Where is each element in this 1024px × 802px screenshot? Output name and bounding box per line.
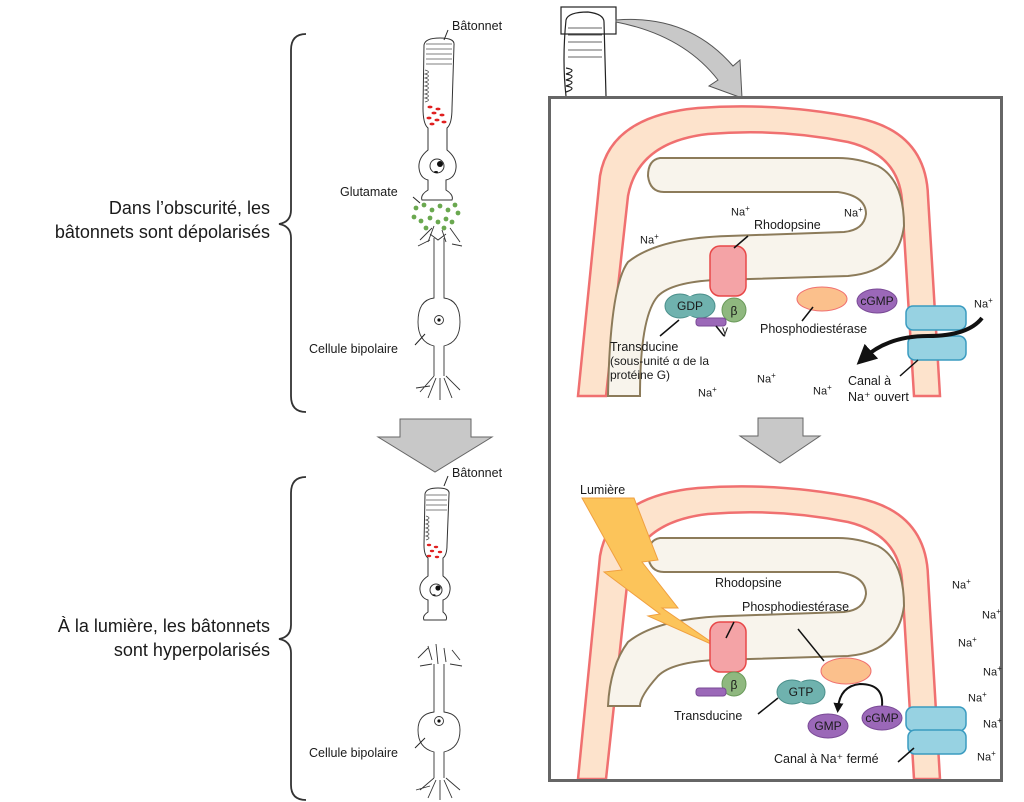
bipolar-leader-dark	[414, 333, 426, 346]
gtp-label: GTP	[789, 685, 814, 699]
zoom-region-box	[560, 6, 617, 35]
transducin-label-dark: Transducine (sous-unité α de la protéine…	[610, 340, 709, 382]
light-bolt	[581, 497, 721, 649]
na-ion: Na+	[977, 749, 996, 764]
na-ion: Na+	[844, 205, 863, 220]
disc-dark	[606, 157, 906, 397]
na-ion: Na+	[958, 635, 977, 650]
dark-membrane-group	[576, 105, 942, 398]
light-membrane-group	[576, 485, 942, 779]
light-state-line1: À la lumière, les bâtonnets	[57, 616, 270, 636]
gmp-light	[807, 713, 849, 739]
rhodopsin-dark	[709, 245, 747, 297]
panel-transition-arrow	[738, 417, 822, 464]
pde-label-light: Phosphodiestérase	[742, 600, 850, 614]
rhodopsine-label-light: Rhodopsine	[715, 576, 782, 590]
bipolar-cell-dark	[415, 225, 463, 400]
gamma-label-dark: γ	[722, 323, 728, 337]
disc-light	[606, 537, 906, 707]
vesicles-dark	[426, 105, 447, 126]
na-ion: Na+	[968, 690, 987, 705]
na-ion: Na+	[983, 716, 1002, 731]
na-ion: Na+	[974, 296, 993, 311]
transducin-gdp-dark	[664, 293, 716, 319]
rod-leader-light	[443, 475, 449, 487]
beta-subunit-dark	[721, 297, 747, 323]
gamma-subunit-light	[695, 687, 727, 697]
bipolar-label-light: Cellule bipolaire	[309, 746, 398, 760]
lumiere-label: Lumière	[580, 483, 626, 497]
pde-dark	[796, 286, 848, 312]
na-ion: Na+	[757, 371, 776, 386]
rhodopsine-label-dark: Rhodopsine	[754, 218, 821, 232]
na-ion: Na+	[952, 577, 971, 592]
glutamate-leader	[412, 196, 421, 204]
transducin-line3: protéine G)	[610, 368, 671, 382]
glutamate-dots	[411, 202, 461, 231]
na-ion: Na+	[698, 385, 717, 400]
transducin-gtp-light	[776, 679, 826, 705]
rod-label-dark: Bâtonnet	[452, 19, 503, 33]
zoom-arrow	[615, 18, 743, 99]
light-state-line2: sont hyperpolarisés	[113, 640, 270, 660]
cgmp-label-light: cGMP	[865, 711, 898, 725]
channel-lower-light	[907, 729, 967, 755]
channel-label-dark: Canal à Na⁺ ouvert	[848, 373, 909, 405]
cell-drawings	[278, 29, 494, 801]
state-transition-arrow	[376, 418, 494, 473]
bipolar-label-dark: Cellule bipolaire	[309, 342, 398, 356]
gdp-label: GDP	[677, 299, 703, 313]
na-ion: Na+	[813, 383, 832, 398]
bipolar-leader-light	[414, 737, 426, 749]
pde-light	[820, 657, 872, 685]
dark-state-label: Dans l’obscurité, les bâtonnets sont dép…	[0, 196, 270, 244]
channel-label-light: Canal à Na⁺ fermé	[774, 752, 879, 766]
leaders-light	[725, 621, 915, 763]
light-brace	[278, 476, 307, 801]
outer-membrane-light	[576, 485, 942, 779]
cgmp-hydrolysis-arrow	[833, 682, 884, 713]
cgmp-light	[861, 705, 903, 731]
rod-cell-light	[419, 487, 451, 621]
cgmp-label-dark: cGMP	[860, 294, 893, 308]
dark-state-line1: Dans l’obscurité, les	[108, 198, 270, 218]
beta-label-dark: β	[731, 304, 738, 318]
glutamate-label: Glutamate	[340, 185, 398, 199]
na-ion: Na+	[982, 607, 1001, 622]
beta-label-light: β	[731, 678, 738, 692]
transducin-line1: Transducine	[610, 340, 679, 354]
na-ion: Na+	[731, 204, 750, 219]
pde-label-dark: Phosphodiestérase	[760, 322, 868, 336]
transducin-label-light: Transducine	[674, 709, 743, 723]
na-ion: Na+	[983, 664, 1002, 679]
zoom-inset	[560, 6, 743, 99]
na-influx-arrow	[856, 316, 984, 365]
panel-drawing: GDP β cGMP β GTP GMP cGMP	[576, 105, 984, 779]
channel-line2: Na⁺ ouvert	[848, 390, 909, 404]
rhodopsin-light	[709, 621, 747, 673]
transducin-line2: (sous-unité α de la	[610, 354, 709, 368]
light-state-label: À la lumière, les bâtonnets sont hyperpo…	[0, 614, 270, 662]
gmp-label: GMP	[814, 719, 841, 733]
rod-label-light: Bâtonnet	[452, 466, 503, 480]
beta-subunit-light	[721, 671, 747, 697]
gamma-subunit-dark	[695, 317, 727, 327]
channel-lower-dark	[907, 335, 967, 361]
leaders-dark	[659, 235, 919, 377]
dark-brace	[278, 33, 307, 413]
na-ion: Na+	[640, 232, 659, 247]
channel-upper-dark	[905, 305, 967, 331]
vesicles-light	[426, 543, 443, 559]
bipolar-cell-light	[415, 643, 463, 800]
phototransduction-panel	[548, 96, 1003, 782]
channel-upper-light	[905, 706, 967, 732]
rod-leader-dark	[443, 29, 449, 41]
dark-state-line2: bâtonnets sont dépolarisés	[54, 222, 270, 242]
rod-tip-sketch	[563, 11, 607, 97]
channel-line1: Canal à	[848, 374, 892, 388]
cgmp-dark	[856, 288, 898, 314]
outer-membrane-dark	[576, 105, 942, 398]
